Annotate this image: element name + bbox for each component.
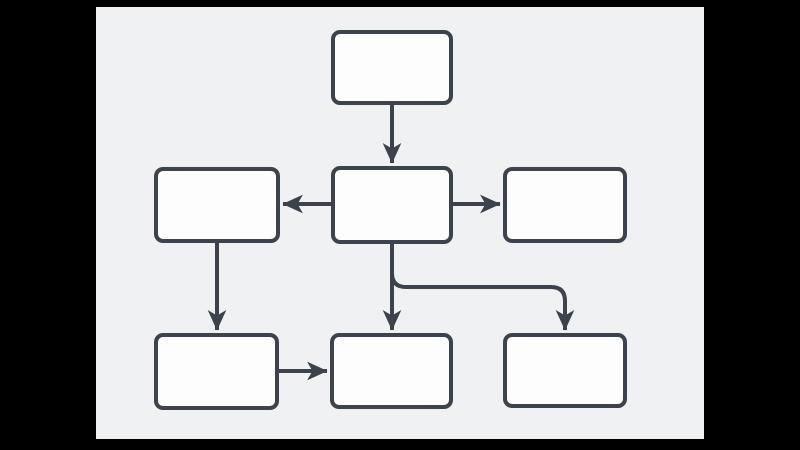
node-mid-left[interactable] [154,167,280,243]
edge-mid-center-to-bottom-right [390,244,575,331]
node-bottom-left[interactable] [154,333,279,410]
node-mid-right[interactable] [503,167,627,243]
node-bottom-center[interactable] [330,333,453,409]
node-bottom-right[interactable] [503,333,627,408]
edges-layer [207,105,575,381]
diagram-canvas [96,7,704,439]
node-mid-center[interactable] [331,166,453,244]
nodes-layer [154,30,627,410]
flowchart-svg [154,30,627,410]
node-top[interactable] [331,30,453,105]
